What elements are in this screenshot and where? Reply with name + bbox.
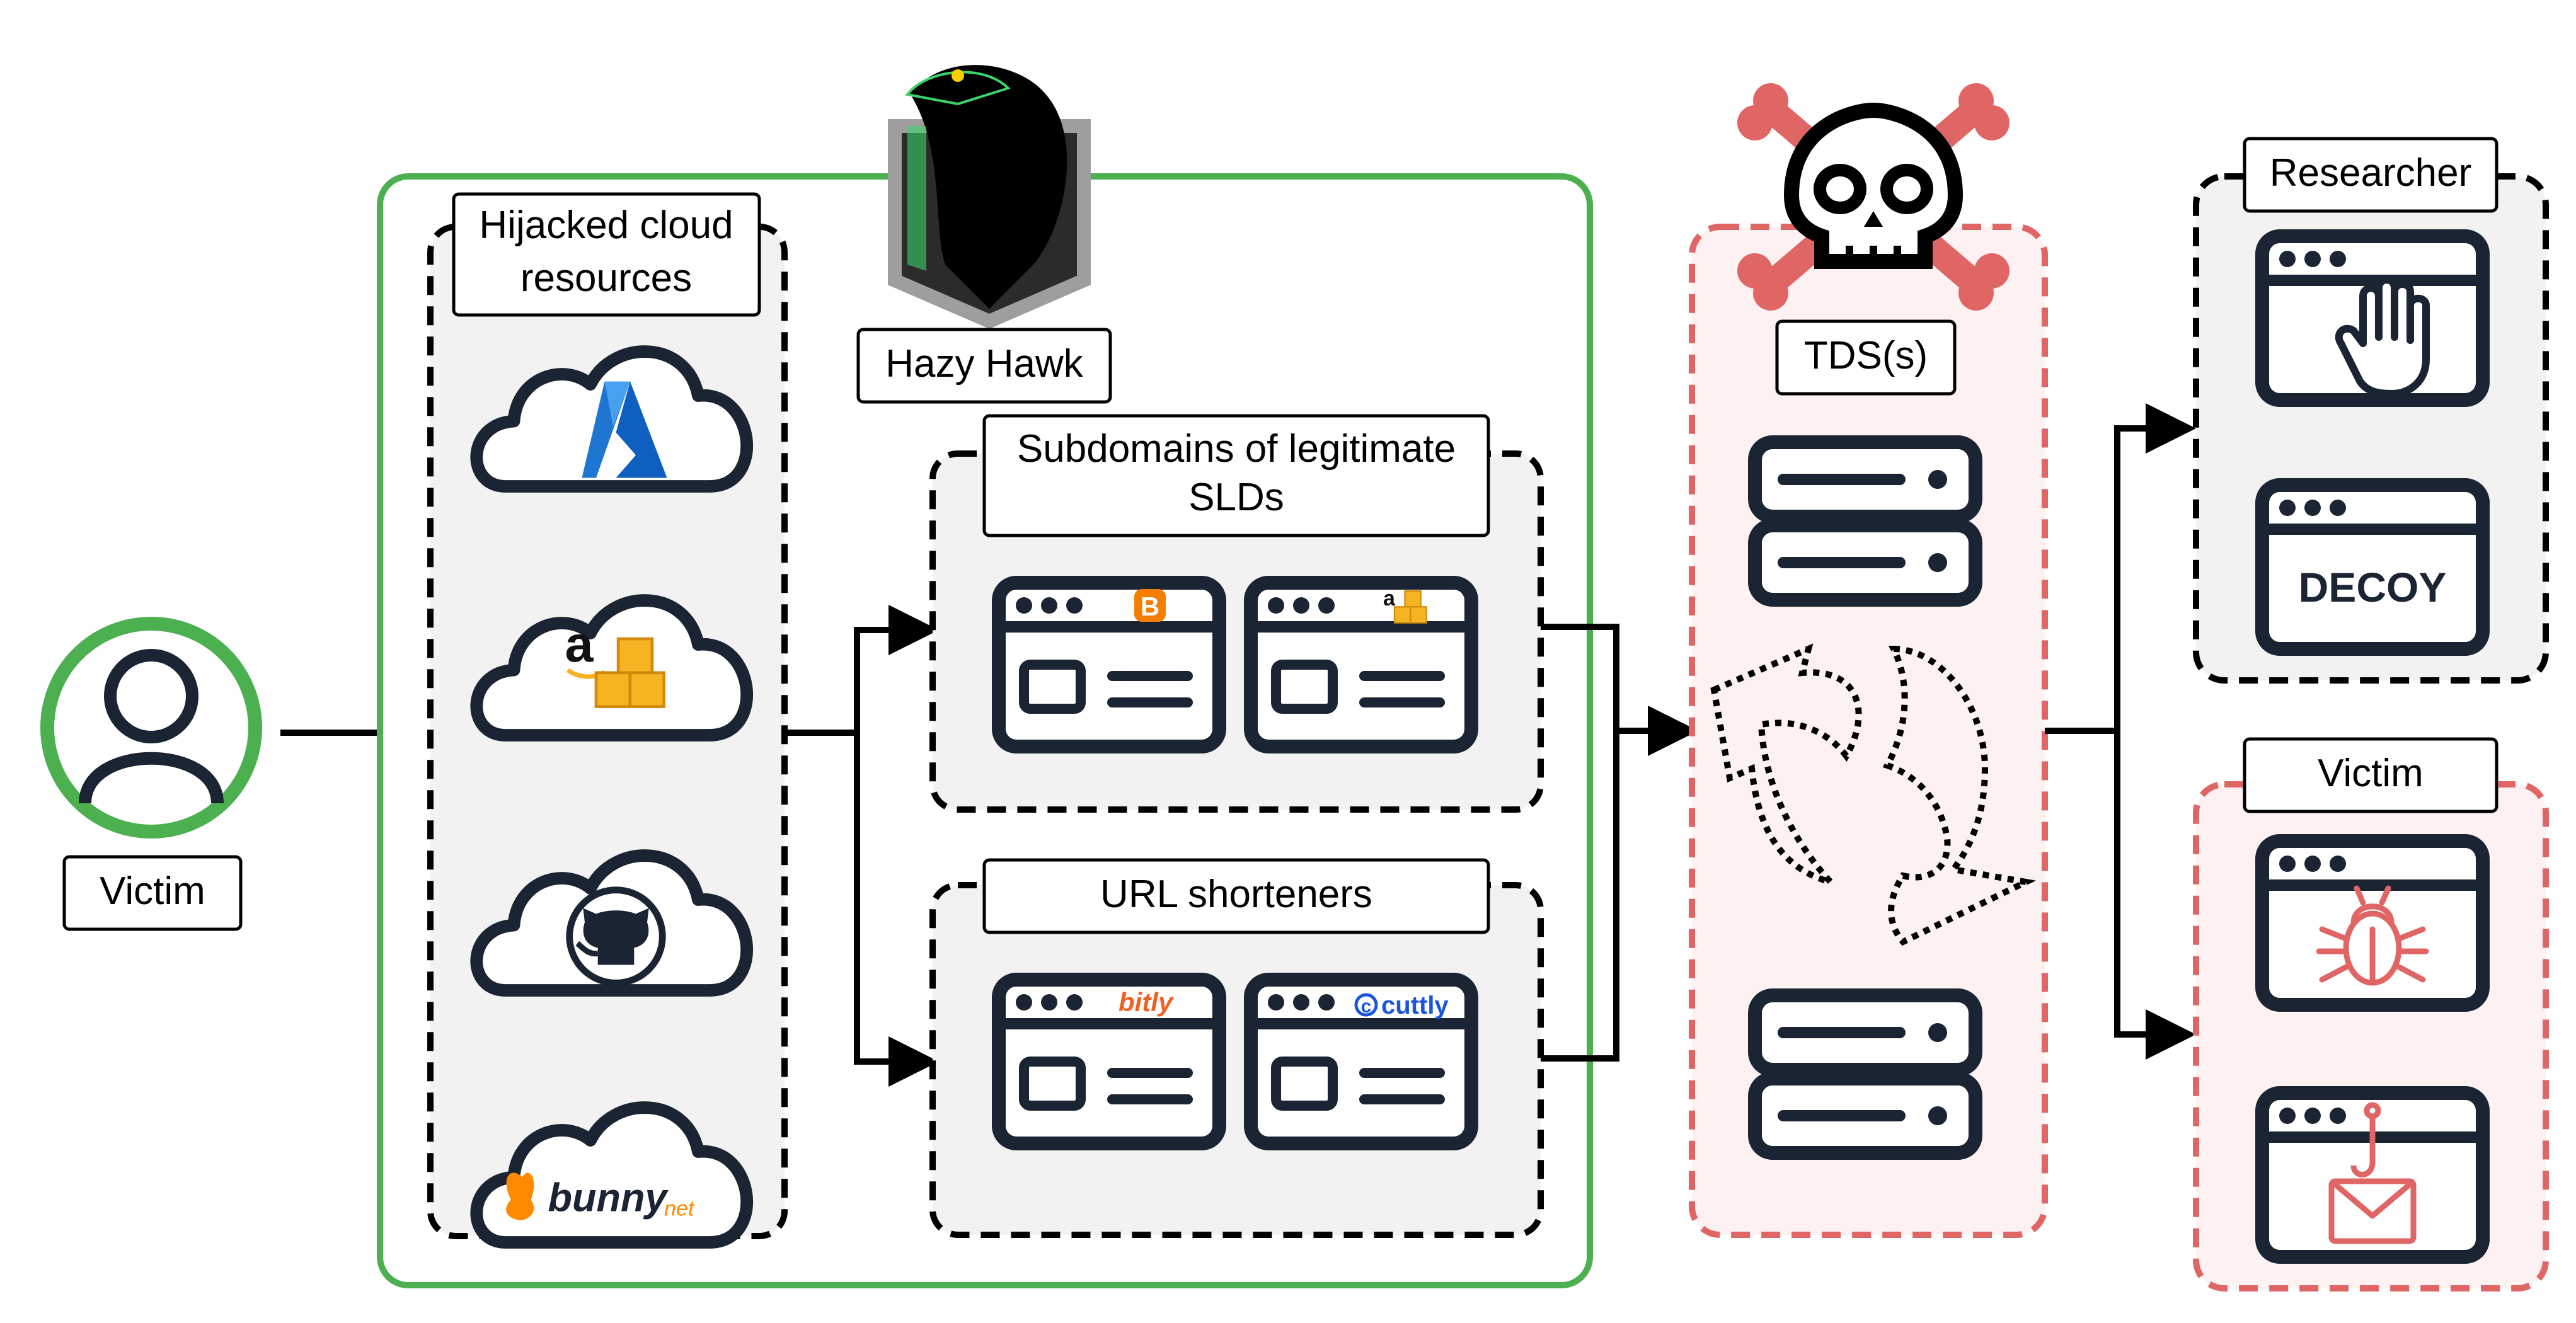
browser-window-blocked bbox=[2262, 236, 2483, 400]
subdomains-label-line2: SLDs bbox=[1188, 476, 1284, 519]
cuttly-wordmark: cuttly bbox=[1381, 992, 1449, 1019]
blogger-letter: B bbox=[1141, 592, 1159, 621]
hawk-icon bbox=[888, 65, 1091, 329]
cloud-bunny: bunny net bbox=[476, 1108, 747, 1242]
browser-window-blogger: B bbox=[999, 583, 1219, 747]
decoy-label: DECOY bbox=[2299, 564, 2447, 610]
stop-hand-icon bbox=[2335, 276, 2430, 398]
skull-crossbones-icon bbox=[1737, 83, 2010, 311]
aws-letter-small: a bbox=[1383, 587, 1396, 610]
victim-right-label-box bbox=[2243, 737, 2498, 813]
hijacked-label-box bbox=[452, 192, 761, 317]
browser-window-bitly: bitly bbox=[999, 980, 1219, 1143]
victim-left-label-box bbox=[62, 855, 243, 931]
hijacked-label-line2: resources bbox=[520, 256, 692, 300]
server-top bbox=[1755, 442, 1975, 600]
refresh-arrows-icon bbox=[1710, 643, 2037, 946]
researcher-label-box bbox=[2243, 137, 2498, 213]
user-icon bbox=[79, 649, 224, 804]
shorteners-label: URL shorteners bbox=[1100, 873, 1372, 916]
subdomains-label-box bbox=[982, 414, 1490, 537]
bunny-icon: bunny net bbox=[506, 1172, 695, 1221]
hijacked-label-line1: Hijacked cloud bbox=[479, 203, 733, 247]
arrow-shorteners-to-tds bbox=[1541, 731, 1619, 1062]
arrow-tds-to-victim bbox=[2114, 731, 2196, 1060]
phishing-email-icon bbox=[2328, 1102, 2417, 1244]
shorteners-label-box bbox=[982, 858, 1490, 934]
cloud-github bbox=[476, 856, 747, 990]
blogger-icon: B bbox=[1134, 589, 1166, 622]
cuttly-mark: c bbox=[1361, 996, 1372, 1017]
arrow-hijacked-to-shorteners bbox=[854, 733, 939, 1087]
bunny-wordmark: bunny bbox=[548, 1176, 669, 1220]
hazy-hawk-label-box bbox=[856, 328, 1112, 404]
server-icon bbox=[1755, 442, 1975, 600]
browser-window-phishing bbox=[2262, 1093, 2483, 1257]
hazy-hawk-label: Hazy Hawk bbox=[885, 342, 1084, 386]
victim-right-label: Victim bbox=[2318, 752, 2424, 795]
tds-label: TDS(s) bbox=[1804, 334, 1928, 377]
cloud-aws: a bbox=[476, 600, 747, 735]
server-icon bbox=[1755, 995, 1975, 1153]
cloud-azure bbox=[476, 352, 747, 486]
server-bottom bbox=[1755, 995, 1975, 1153]
azure-icon bbox=[582, 381, 667, 478]
subdomains-label-line1: Subdomains of legitimate bbox=[1017, 427, 1456, 471]
victim-left-node: Victim bbox=[40, 617, 262, 931]
browser-window-aws: a bbox=[1251, 583, 1471, 747]
arrow-tds-to-researcher bbox=[2114, 403, 2196, 731]
bug-icon bbox=[2316, 885, 2429, 986]
bitly-icon: bitly bbox=[1118, 987, 1175, 1017]
victim-left-label: Victim bbox=[100, 869, 205, 913]
cuttly-icon: c cuttly bbox=[1354, 992, 1449, 1019]
browser-window-malware bbox=[2262, 841, 2483, 1005]
tds-label-box bbox=[1775, 319, 1957, 396]
github-icon bbox=[566, 886, 666, 987]
browser-window-decoy: DECOY bbox=[2262, 485, 2483, 649]
browser-window-cuttly: c cuttly bbox=[1251, 980, 1471, 1143]
researcher-label: Researcher bbox=[2270, 151, 2471, 195]
arrow-subdomains-to-tds bbox=[1541, 624, 1619, 731]
aws-letter: a bbox=[565, 616, 594, 673]
aws-icon: a bbox=[1383, 587, 1427, 624]
aws-icon: a bbox=[565, 616, 664, 707]
arrow-hijacked-to-subdomains bbox=[785, 605, 939, 736]
bunny-suffix: net bbox=[664, 1197, 695, 1221]
